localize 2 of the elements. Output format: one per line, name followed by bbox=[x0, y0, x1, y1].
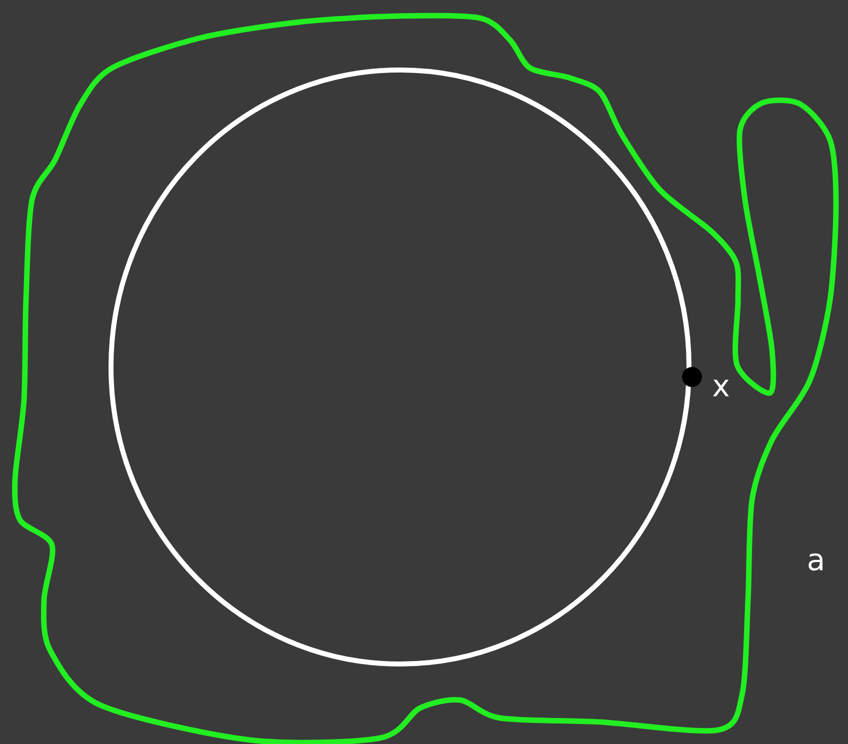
point-label: x bbox=[713, 380, 729, 396]
point-label: a bbox=[808, 553, 822, 571]
